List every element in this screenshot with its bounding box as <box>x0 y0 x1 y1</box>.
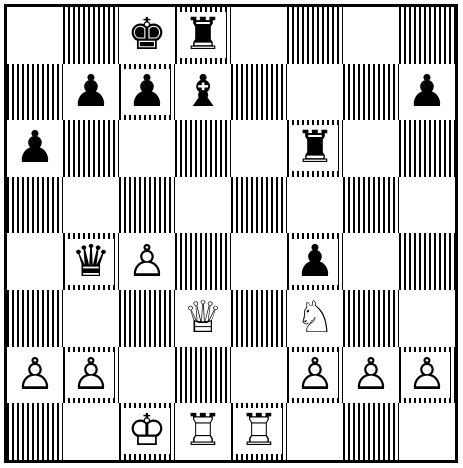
square-g4[interactable] <box>343 233 399 290</box>
square-c1[interactable]: ♔ <box>119 403 175 460</box>
black-pawn-icon[interactable]: ♟ <box>404 69 450 115</box>
square-a4[interactable] <box>7 233 63 290</box>
black-pawn-icon[interactable]: ♟ <box>292 239 338 285</box>
square-g7[interactable] <box>343 64 399 121</box>
white-pawn-icon[interactable]: ♙ <box>68 352 114 398</box>
white-pawn-icon[interactable]: ♙ <box>404 352 450 398</box>
white-queen-icon[interactable]: ♕ <box>180 295 226 341</box>
square-c7[interactable]: ♟ <box>119 64 175 121</box>
square-e7[interactable] <box>231 64 287 121</box>
square-g5[interactable] <box>343 177 399 234</box>
black-pawn-icon[interactable]: ♟ <box>12 125 58 171</box>
square-b1[interactable] <box>63 403 119 460</box>
square-h3[interactable] <box>399 290 455 347</box>
white-pawn-icon[interactable]: ♙ <box>12 352 58 398</box>
black-pawn-icon[interactable]: ♟ <box>68 69 114 115</box>
square-f2[interactable]: ♙ <box>287 347 343 404</box>
square-h2[interactable]: ♙ <box>399 347 455 404</box>
square-b3[interactable] <box>63 290 119 347</box>
square-e1[interactable]: ♖ <box>231 403 287 460</box>
black-rook-icon[interactable]: ♜ <box>292 125 338 171</box>
square-e3[interactable] <box>231 290 287 347</box>
square-f7[interactable] <box>287 64 343 121</box>
chess-board: ♚♜♟♟♝♟♟♜♛♙♟♕♘♙♙♙♙♙♔♖♖ <box>7 7 455 460</box>
square-h5[interactable] <box>399 177 455 234</box>
square-c8[interactable]: ♚ <box>119 7 175 64</box>
square-b4[interactable]: ♛ <box>63 233 119 290</box>
square-h6[interactable] <box>399 120 455 177</box>
square-d7[interactable]: ♝ <box>175 64 231 121</box>
square-g3[interactable] <box>343 290 399 347</box>
chess-board-frame: ♚♜♟♟♝♟♟♜♛♙♟♕♘♙♙♙♙♙♔♖♖ <box>4 4 458 463</box>
square-g8[interactable] <box>343 7 399 64</box>
black-king-icon[interactable]: ♚ <box>124 12 170 58</box>
square-e6[interactable] <box>231 120 287 177</box>
square-d3[interactable]: ♕ <box>175 290 231 347</box>
square-h4[interactable] <box>399 233 455 290</box>
square-b7[interactable]: ♟ <box>63 64 119 121</box>
square-d5[interactable] <box>175 177 231 234</box>
square-g6[interactable] <box>343 120 399 177</box>
white-pawn-icon[interactable]: ♙ <box>292 352 338 398</box>
square-f5[interactable] <box>287 177 343 234</box>
square-d4[interactable] <box>175 233 231 290</box>
square-e8[interactable] <box>231 7 287 64</box>
square-h7[interactable]: ♟ <box>399 64 455 121</box>
square-h1[interactable] <box>399 403 455 460</box>
square-b5[interactable] <box>63 177 119 234</box>
black-rook-icon[interactable]: ♜ <box>180 12 226 58</box>
square-f1[interactable] <box>287 403 343 460</box>
white-pawn-icon[interactable]: ♙ <box>348 352 394 398</box>
square-c4[interactable]: ♙ <box>119 233 175 290</box>
white-rook-icon[interactable]: ♖ <box>180 408 226 454</box>
square-e2[interactable] <box>231 347 287 404</box>
square-g1[interactable] <box>343 403 399 460</box>
black-queen-icon[interactable]: ♛ <box>68 239 114 285</box>
white-pawn-icon[interactable]: ♙ <box>124 239 170 285</box>
white-king-icon[interactable]: ♔ <box>124 408 170 454</box>
white-rook-icon[interactable]: ♖ <box>236 408 282 454</box>
square-c3[interactable] <box>119 290 175 347</box>
square-f8[interactable] <box>287 7 343 64</box>
square-f4[interactable]: ♟ <box>287 233 343 290</box>
square-c2[interactable] <box>119 347 175 404</box>
black-pawn-icon[interactable]: ♟ <box>124 69 170 115</box>
square-f3[interactable]: ♘ <box>287 290 343 347</box>
square-h8[interactable] <box>399 7 455 64</box>
square-g2[interactable]: ♙ <box>343 347 399 404</box>
square-b2[interactable]: ♙ <box>63 347 119 404</box>
square-f6[interactable]: ♜ <box>287 120 343 177</box>
black-bishop-icon[interactable]: ♝ <box>180 69 226 115</box>
square-e4[interactable] <box>231 233 287 290</box>
square-c5[interactable] <box>119 177 175 234</box>
square-a8[interactable] <box>7 7 63 64</box>
square-a6[interactable]: ♟ <box>7 120 63 177</box>
square-d8[interactable]: ♜ <box>175 7 231 64</box>
square-b6[interactable] <box>63 120 119 177</box>
square-d2[interactable] <box>175 347 231 404</box>
square-a5[interactable] <box>7 177 63 234</box>
square-a2[interactable]: ♙ <box>7 347 63 404</box>
square-a1[interactable] <box>7 403 63 460</box>
square-b8[interactable] <box>63 7 119 64</box>
square-d1[interactable]: ♖ <box>175 403 231 460</box>
square-c6[interactable] <box>119 120 175 177</box>
white-knight-icon[interactable]: ♘ <box>292 295 338 341</box>
square-d6[interactable] <box>175 120 231 177</box>
square-e5[interactable] <box>231 177 287 234</box>
square-a7[interactable] <box>7 64 63 121</box>
square-a3[interactable] <box>7 290 63 347</box>
